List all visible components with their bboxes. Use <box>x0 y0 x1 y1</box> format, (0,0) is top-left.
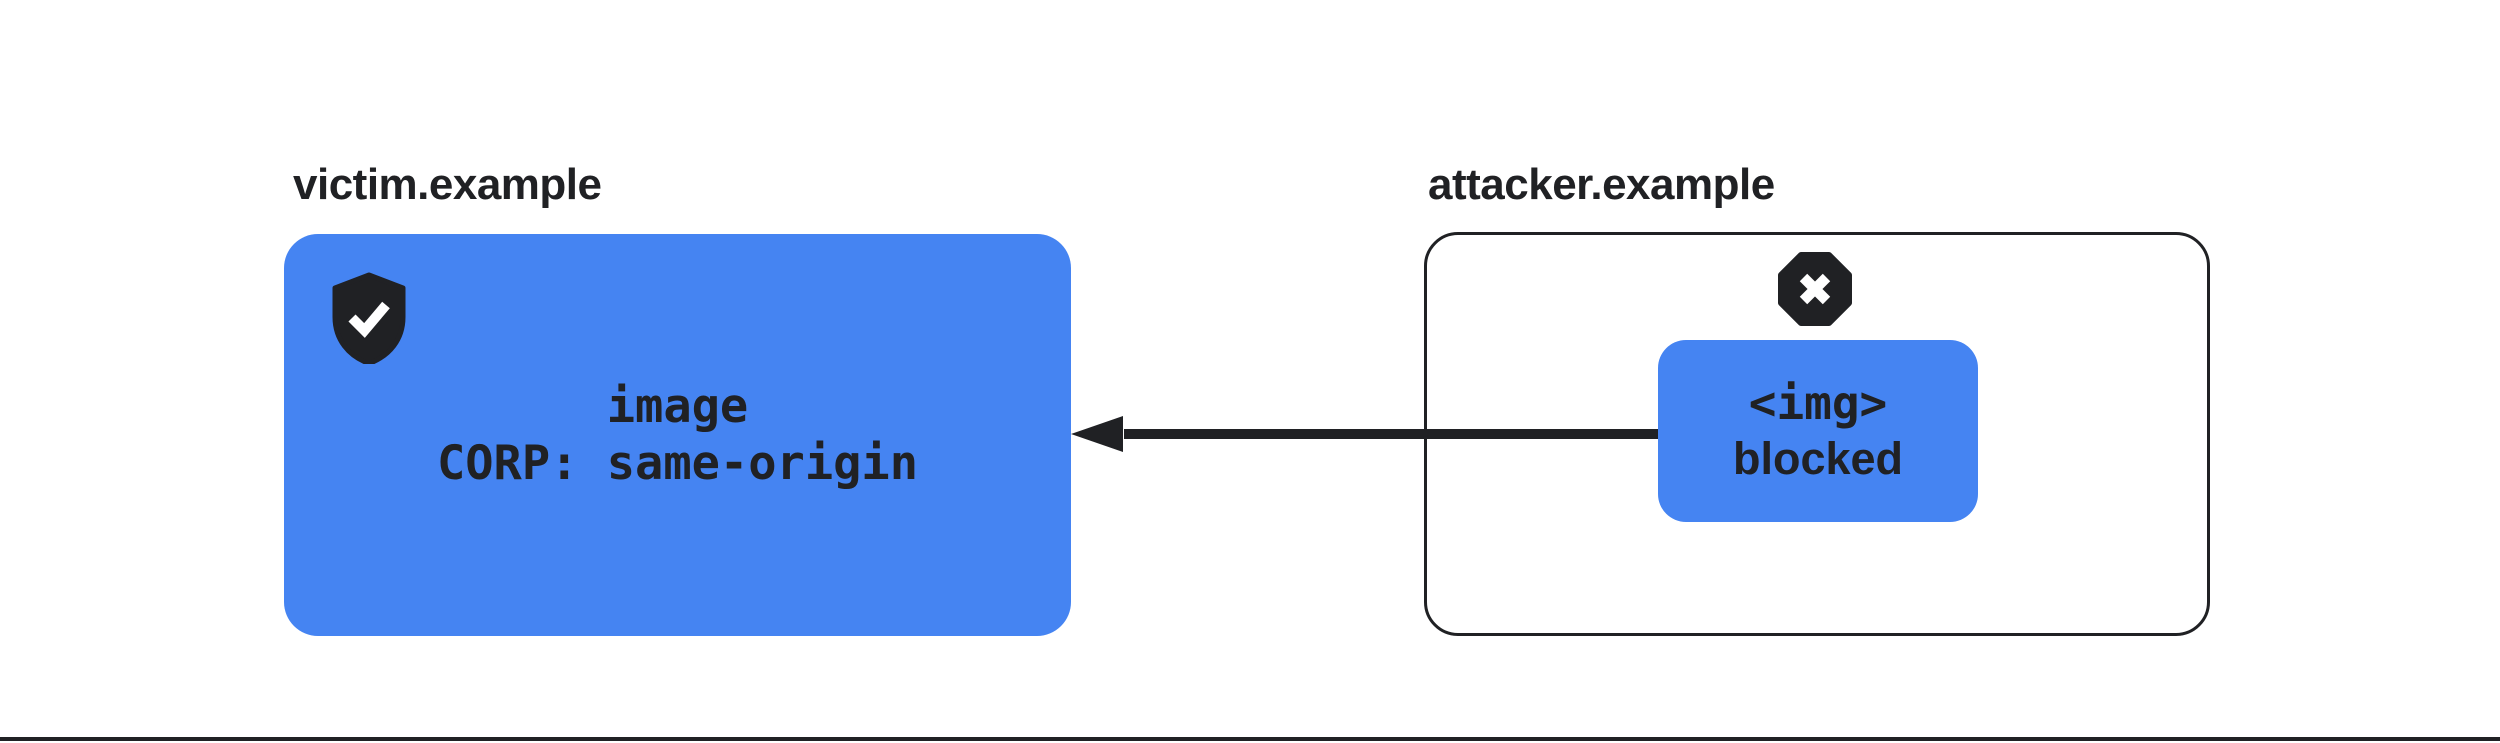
victim-resource-label: image <box>606 379 749 434</box>
victim-domain-label: victim.example <box>293 160 602 209</box>
img-tag-label: <img> <box>1748 376 1888 430</box>
victim-box: image CORP: same-origin <box>284 234 1071 636</box>
bottom-divider <box>0 737 2500 741</box>
request-arrow-head <box>1071 416 1123 452</box>
octagon-x-icon <box>1776 250 1854 328</box>
blocked-label: blocked <box>1732 433 1904 484</box>
shield-check-icon <box>330 272 408 366</box>
request-arrow-shaft <box>1124 429 1660 439</box>
blocked-request-box: <img> blocked <box>1658 340 1978 522</box>
attacker-box: <img> blocked <box>1424 232 2210 636</box>
attacker-domain-label: attacker.example <box>1428 160 1775 209</box>
victim-corp-policy-label: CORP: same-origin <box>436 436 919 491</box>
